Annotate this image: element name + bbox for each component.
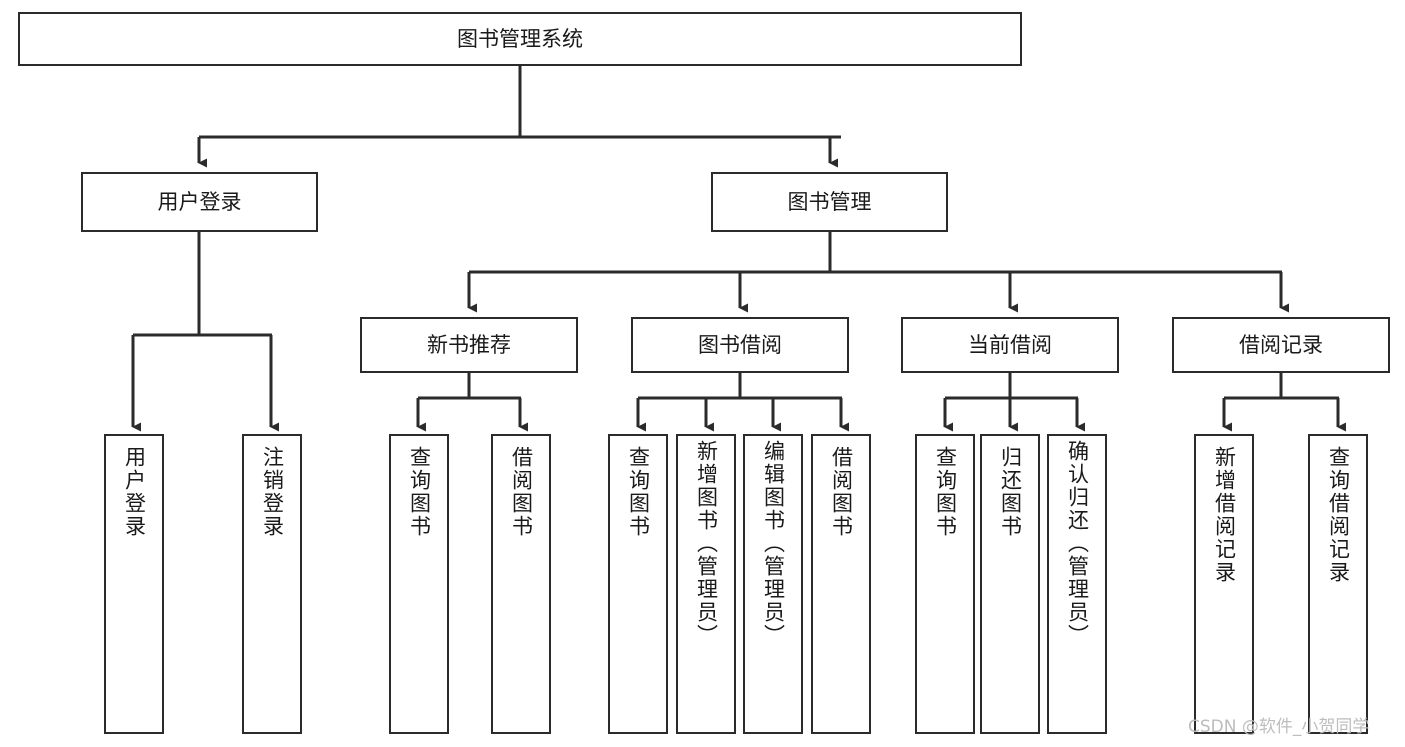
node-leaf-logout-label: 注销登录 — [260, 446, 285, 538]
watermark-text: CSDN @软件_小贺同学 — [1188, 717, 1370, 737]
node-leaf-query-record-label: 查询借阅记录 — [1326, 446, 1351, 584]
node-leaf-query-record[interactable]: 查询借阅记录 — [1308, 434, 1368, 734]
node-leaf-confirm-return[interactable]: 确认归还（管理员） — [1047, 434, 1107, 734]
node-leaf-add-record[interactable]: 新增借阅记录 — [1194, 434, 1254, 734]
node-user-login-label: 用户登录 — [157, 189, 242, 214]
node-leaf-borrow-book-1-label: 借阅图书 — [509, 446, 534, 538]
node-leaf-query-book-1[interactable]: 查询图书 — [389, 434, 449, 734]
node-borrow-record[interactable]: 借阅记录 — [1172, 317, 1390, 373]
node-new-book-recommend-label: 新书推荐 — [427, 332, 511, 357]
node-leaf-query-book-3-label: 查询图书 — [933, 446, 958, 538]
node-leaf-return-book-label: 归还图书 — [998, 446, 1023, 538]
node-leaf-user-login[interactable]: 用户登录 — [104, 434, 164, 734]
node-leaf-query-book-2-label: 查询图书 — [626, 446, 651, 538]
node-book-management-label: 图书管理 — [787, 189, 872, 214]
node-leaf-edit-book-label: 编辑图书（管理员） — [761, 440, 786, 647]
node-leaf-query-book-3[interactable]: 查询图书 — [915, 434, 975, 734]
node-leaf-add-book-label: 新增图书（管理员） — [694, 440, 719, 647]
node-leaf-borrow-book-1[interactable]: 借阅图书 — [491, 434, 551, 734]
node-new-book-recommend[interactable]: 新书推荐 — [360, 317, 578, 373]
node-leaf-user-login-label: 用户登录 — [122, 446, 147, 538]
node-leaf-add-book[interactable]: 新增图书（管理员） — [676, 434, 736, 734]
node-current-borrow[interactable]: 当前借阅 — [901, 317, 1119, 373]
node-leaf-query-book-1-label: 查询图书 — [407, 446, 432, 538]
node-book-management[interactable]: 图书管理 — [711, 172, 948, 232]
node-leaf-edit-book[interactable]: 编辑图书（管理员） — [743, 434, 803, 734]
node-user-login[interactable]: 用户登录 — [81, 172, 318, 232]
node-book-borrow-label: 图书借阅 — [698, 332, 782, 357]
node-borrow-record-label: 借阅记录 — [1239, 332, 1323, 357]
node-leaf-logout[interactable]: 注销登录 — [242, 434, 302, 734]
node-leaf-query-book-2[interactable]: 查询图书 — [608, 434, 668, 734]
node-leaf-add-record-label: 新增借阅记录 — [1212, 446, 1237, 584]
node-root-label: 图书管理系统 — [457, 26, 583, 51]
node-leaf-confirm-return-label: 确认归还（管理员） — [1065, 440, 1090, 647]
node-current-borrow-label: 当前借阅 — [968, 332, 1052, 357]
node-leaf-borrow-book-2[interactable]: 借阅图书 — [811, 434, 871, 734]
node-book-borrow[interactable]: 图书借阅 — [631, 317, 849, 373]
node-leaf-return-book[interactable]: 归还图书 — [980, 434, 1040, 734]
node-root[interactable]: 图书管理系统 — [18, 12, 1022, 66]
node-leaf-borrow-book-2-label: 借阅图书 — [829, 446, 854, 538]
